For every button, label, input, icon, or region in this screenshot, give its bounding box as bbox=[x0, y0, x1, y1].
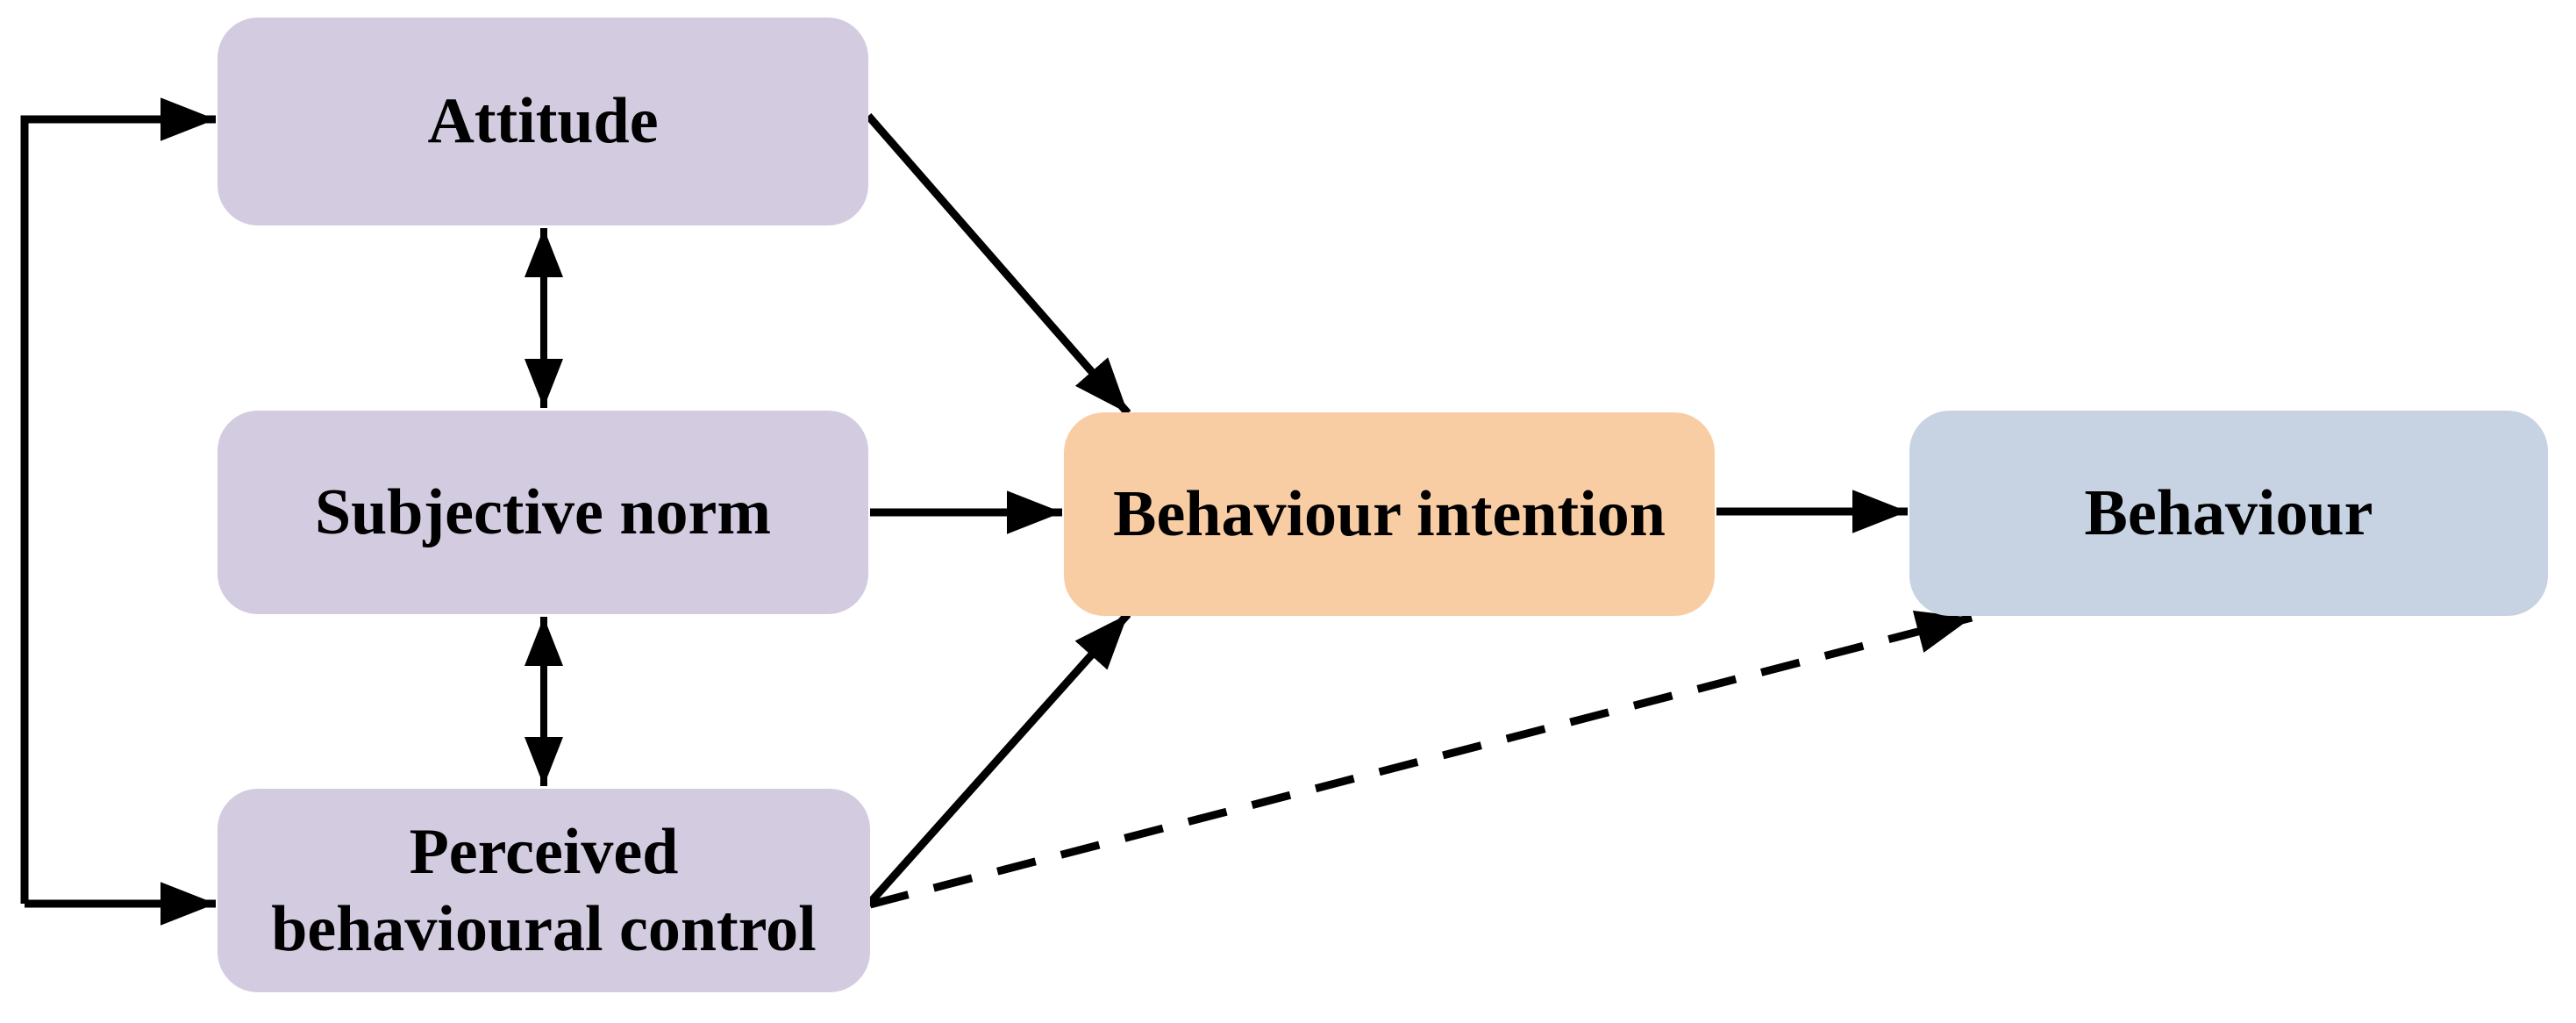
node-perceived-behavioural-control: Perceived behavioural control bbox=[218, 789, 870, 992]
node-attitude-label: Attitude bbox=[427, 85, 659, 158]
arrow-attitude-to-intention bbox=[865, 113, 1131, 416]
node-attitude: Attitude bbox=[218, 18, 868, 225]
node-behaviour-intention: Behaviour intention bbox=[1064, 412, 1715, 616]
node-behaviour-intention-label: Behaviour intention bbox=[1113, 477, 1666, 550]
arrow-pbc-to-behaviour-dashed bbox=[868, 610, 1973, 909]
node-behaviour-label: Behaviour bbox=[2084, 476, 2373, 549]
node-subjective-norm: Subjective norm bbox=[218, 411, 868, 614]
node-perceived-behavioural-control-label: Perceived behavioural control bbox=[271, 815, 817, 965]
node-behaviour: Behaviour bbox=[1909, 411, 2548, 616]
node-subjective-norm-label: Subjective norm bbox=[315, 476, 771, 548]
arrow-pbc-to-intention bbox=[865, 612, 1131, 907]
arrow-bracket-pbc-to-attitude bbox=[20, 97, 216, 904]
